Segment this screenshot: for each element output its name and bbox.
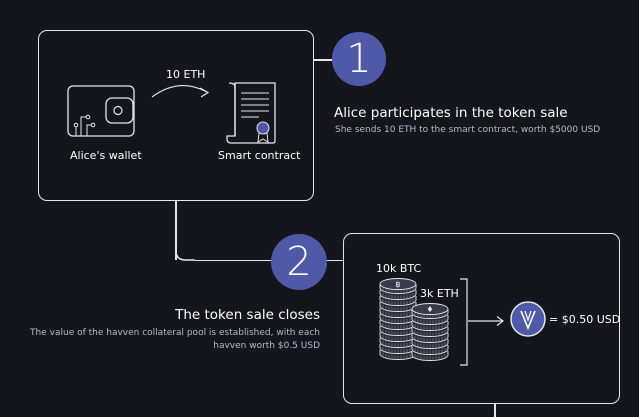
step1-panel: [38, 30, 314, 201]
coin-top: [411, 303, 449, 315]
step1-heading: Alice participates in the token sale: [334, 105, 568, 121]
bracket-icon: [460, 278, 468, 366]
ether-coin-stack-icon: ♦: [411, 303, 449, 361]
connector-step2-to-panel2: [326, 259, 344, 261]
transfer-amount-label: 10 ETH: [166, 68, 206, 81]
coin-ridges: [382, 317, 414, 324]
coin-ridges: [414, 342, 446, 349]
coin-top: [379, 278, 417, 290]
arrow-right-icon: [468, 316, 504, 326]
coin-ridges: [414, 330, 446, 337]
step-2-badge: 2: [271, 234, 327, 290]
coin-ridges: [414, 318, 446, 325]
wallet-icon: [67, 85, 135, 137]
connector-panel2-down: [494, 403, 496, 417]
coin-ridges: [382, 347, 414, 354]
coin-ridges: [382, 305, 414, 312]
step-1-badge: 1: [332, 32, 386, 86]
coin-ridges: [382, 287, 414, 294]
coin-symbol: ฿: [395, 280, 400, 289]
coin-ridges: [414, 312, 446, 319]
havven-logo-icon: [510, 301, 546, 337]
havven-price-label: = $0.50 USD: [549, 313, 621, 326]
curved-arrow-icon: [151, 85, 210, 98]
step2-description: The value of the havven collateral pool …: [30, 328, 320, 351]
eth-amount-label: 3k ETH: [420, 287, 459, 300]
coin-ridges: [382, 353, 414, 360]
btc-amount-label: 10k BTC: [376, 262, 422, 275]
coin-ridges: [414, 348, 446, 355]
coin-ridges: [414, 354, 446, 361]
coin-ridges: [382, 311, 414, 318]
coin-ridges: [382, 323, 414, 330]
coin-ridges: [382, 293, 414, 300]
coin-ridges: [414, 324, 446, 331]
connector-to-step2: [195, 259, 275, 261]
contract-label: Smart contract: [218, 149, 301, 162]
connector-corner: [175, 244, 195, 261]
connector-panel1-down: [175, 200, 177, 260]
coin-symbol: ♦: [426, 305, 433, 314]
coin-ridges: [382, 299, 414, 306]
step2-panel: [343, 233, 620, 404]
contract-scroll-icon: [226, 82, 276, 144]
coin-ridges: [382, 341, 414, 348]
step2-heading: The token sale closes: [175, 307, 320, 323]
connector-panel1-to-step1: [313, 59, 333, 61]
wallet-label: Alice's wallet: [70, 149, 142, 162]
coin-ridges: [382, 329, 414, 336]
step1-description: She sends 10 ETH to the smart contract, …: [335, 125, 601, 135]
coin-ridges: [414, 336, 446, 343]
coin-ridges: [382, 335, 414, 342]
